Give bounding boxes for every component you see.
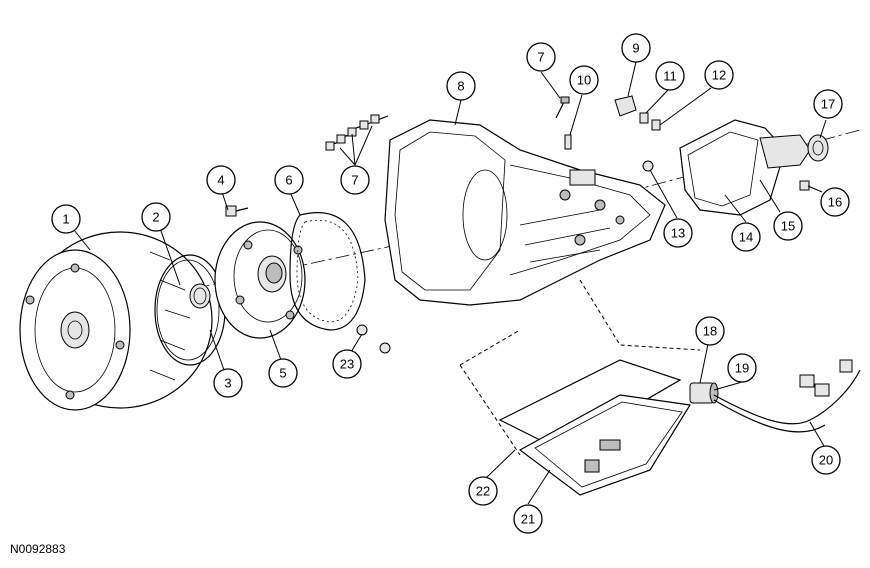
callout-20: 20 [811, 445, 841, 475]
callout-3: 3 [213, 368, 243, 398]
svg-text:20: 20 [819, 453, 833, 468]
oil-pan-and-gasket [498, 359, 691, 496]
callout-12: 12 [704, 60, 734, 90]
svg-text:23: 23 [340, 357, 354, 372]
wiring-harness [689, 359, 861, 433]
svg-text:17: 17 [821, 97, 835, 112]
figure-id-label: N0092883 [10, 542, 66, 556]
callout-leaders [73, 61, 827, 505]
svg-text:10: 10 [577, 73, 591, 88]
callout-4: 4 [206, 165, 236, 195]
svg-text:5: 5 [279, 366, 286, 381]
svg-text:11: 11 [663, 69, 677, 84]
svg-text:13: 13 [671, 226, 685, 241]
svg-text:9: 9 [632, 41, 639, 56]
pump-bolt [225, 205, 249, 217]
callout-18: 18 [695, 316, 725, 346]
sensors [555, 95, 661, 150]
callout-2: 2 [141, 202, 171, 232]
case-plug [642, 160, 654, 172]
svg-text:22: 22 [476, 484, 490, 499]
housing-nuts [356, 324, 391, 354]
callout-16: 16 [820, 187, 850, 217]
callout-1: 1 [51, 204, 81, 234]
callout-23: 23 [332, 349, 362, 379]
callout-7-upper: 7 [526, 42, 556, 72]
svg-text:7: 7 [351, 173, 358, 188]
callout-17: 17 [813, 89, 843, 119]
extension-housing [679, 119, 811, 216]
transmission-case [384, 119, 666, 306]
callout-11: 11 [655, 61, 685, 91]
callout-10: 10 [569, 65, 599, 95]
svg-text:18: 18 [703, 324, 717, 339]
svg-text:7: 7 [537, 50, 544, 65]
callout-5: 5 [268, 358, 298, 388]
callout-21: 21 [513, 504, 543, 534]
output-seal [807, 134, 829, 162]
callout-8: 8 [446, 71, 476, 101]
svg-text:16: 16 [828, 195, 842, 210]
svg-text:1: 1 [62, 212, 69, 227]
housing-bolts [325, 114, 389, 151]
torque-converter [19, 231, 213, 411]
svg-text:14: 14 [739, 230, 753, 245]
callout-22: 22 [468, 476, 498, 506]
callout-6: 6 [274, 165, 304, 195]
callout-9: 9 [621, 33, 651, 63]
callout-15: 15 [773, 211, 803, 241]
svg-text:2: 2 [152, 210, 159, 225]
pump-gasket [289, 212, 366, 331]
callout-13: 13 [663, 218, 693, 248]
svg-text:19: 19 [735, 361, 749, 376]
svg-text:15: 15 [781, 219, 795, 234]
svg-text:6: 6 [285, 173, 292, 188]
callout-19: 19 [727, 353, 757, 383]
svg-text:21: 21 [521, 512, 535, 527]
callout-14: 14 [731, 222, 761, 252]
svg-text:3: 3 [224, 376, 231, 391]
svg-text:8: 8 [457, 79, 464, 94]
callout-7-lower: 7 [340, 165, 370, 195]
svg-text:12: 12 [712, 68, 726, 83]
extension-bolt [799, 180, 810, 191]
oil-pump [214, 221, 306, 339]
svg-text:4: 4 [217, 173, 224, 188]
